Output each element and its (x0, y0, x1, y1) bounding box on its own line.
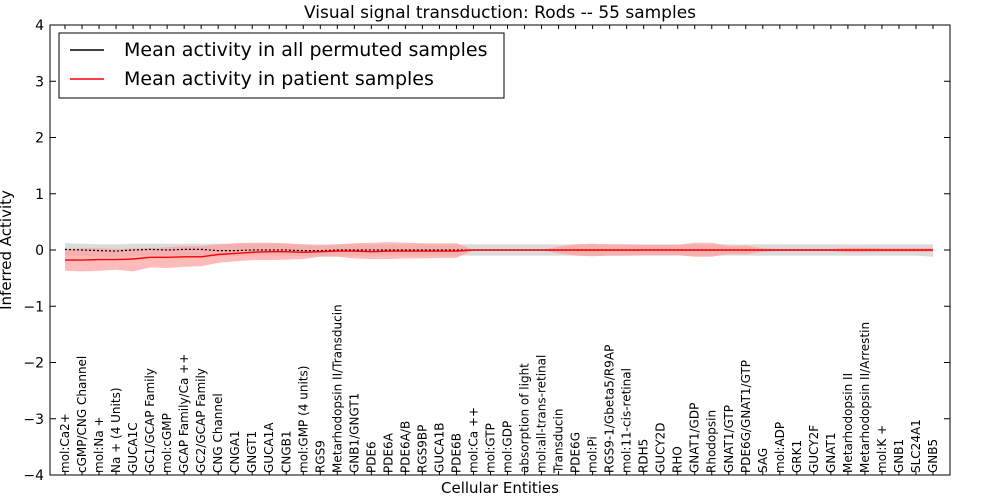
x-tick-label: mol:Ca2+ (58, 413, 72, 473)
x-tick-label: mol:GDP (501, 421, 515, 473)
series-line-0 (64, 248, 933, 252)
x-tick-label: GUCA1C (126, 422, 140, 473)
x-tick-label: PDE6G/GNAT1/GTP (739, 360, 753, 473)
y-axis-title: Inferred Activity (0, 190, 15, 310)
x-tick-label: mol:all-trans-retinal (535, 355, 549, 473)
x-tick-label: RGS9 (313, 440, 327, 473)
y-tick-label: −1 (23, 299, 44, 315)
legend-label-1: Mean activity in patient samples (124, 68, 434, 90)
y-tick-label: 3 (35, 74, 44, 90)
x-tick-label: GRK1 (790, 440, 804, 473)
x-tick-label: RDH5 (637, 439, 651, 473)
x-tick-label: mol:Pi (586, 436, 600, 473)
x-tick-label: SAG (756, 448, 770, 473)
x-tick-label: cGMP/CNG Channel (75, 356, 89, 473)
x-tick-label: PDE6B (450, 433, 464, 473)
x-tick-label: GNAT1 (824, 432, 838, 473)
series-line-1 (65, 249, 933, 261)
x-tick-label: PDE6G (569, 432, 583, 473)
x-tick-label: GNB1 (892, 439, 906, 473)
x-tick-label: Metarhodopsin II/Arrestin (858, 322, 872, 473)
x-tick-label: RHO (671, 446, 685, 473)
x-tick-label: mol:Na + (92, 416, 106, 473)
y-tick-label: −4 (23, 468, 44, 484)
x-tick-label: mol:GTP (484, 423, 498, 473)
x-axis-title: Cellular Entities (441, 479, 559, 497)
x-tick-label: absorption of light (518, 363, 532, 473)
x-tick-label: Na + (4 Units) (109, 387, 123, 473)
y-tick-label: −2 (23, 356, 44, 372)
x-tick-label: GUCA1A (262, 422, 276, 473)
x-tick-label: mol:ADP (773, 422, 787, 473)
y-tick-label: −3 (23, 412, 44, 428)
x-tick-label: GUCA1B (432, 422, 446, 473)
x-tick-label: Rhodopsin (705, 410, 719, 473)
x-tick-label: GC2/GCAP Family (194, 368, 208, 473)
series-lines (64, 248, 933, 261)
x-tick-label: GNAT1/GTP (722, 405, 736, 473)
x-tick-label: RGS9-1/Gbeta5/R9AP (603, 345, 617, 473)
x-tick-label: GUCY2D (654, 423, 668, 473)
y-tick-label: 1 (35, 187, 44, 203)
x-tick-label: Transducin (552, 409, 566, 474)
x-tick-label: PDE6 (364, 441, 378, 473)
x-tick-label: Metarhodopsin II/Transducin (330, 304, 344, 473)
x-tick-label: GC1/GCAP Family (143, 368, 157, 473)
x-tick-label: mol:K + (875, 425, 889, 473)
y-tick-label: 2 (35, 131, 44, 147)
x-tick-label: SLC24A1 (909, 419, 923, 473)
chart-title: Visual signal transduction: Rods -- 55 s… (304, 3, 696, 23)
y-axis-ticks: −4 −3 −2 −1 0 1 2 3 4 (23, 18, 950, 484)
x-tick-label: mol:11-cis-retinal (620, 368, 634, 473)
y-tick-label: 4 (35, 18, 44, 34)
x-tick-label: CNGA1 (228, 431, 242, 474)
x-tick-label: GCAP Family/Ca ++ (177, 354, 191, 473)
x-axis-ticks (64, 25, 934, 475)
x-tick-label: PDE6A/B (398, 421, 412, 473)
legend: Mean activity in all permuted samplesMea… (58, 32, 505, 99)
y-tick-label: 0 (35, 243, 44, 259)
legend-box (58, 32, 505, 99)
x-tick-label: Metarhodopsin II (841, 373, 855, 473)
x-tick-label: GNGT1 (245, 431, 259, 473)
x-tick-label: mol:GMP (4 units) (296, 366, 310, 473)
x-tick-label: CNGB1 (279, 430, 293, 473)
x-tick-label: GUCY2F (807, 425, 821, 473)
x-tick-label: RGS9BP (415, 425, 429, 473)
legend-label-0: Mean activity in all permuted samples (124, 39, 487, 61)
x-tick-label: GNAT1/GDP (688, 403, 702, 473)
x-tick-label: PDE6A (381, 432, 395, 473)
x-tick-label: GNB5 (926, 439, 940, 473)
x-tick-label: CNG Channel (211, 393, 225, 473)
x-tick-label: GNB1/GNGT1 (347, 393, 361, 473)
x-tick-label: mol:Ca ++ (467, 407, 481, 473)
x-tick-label: mol:cGMP (160, 413, 174, 473)
